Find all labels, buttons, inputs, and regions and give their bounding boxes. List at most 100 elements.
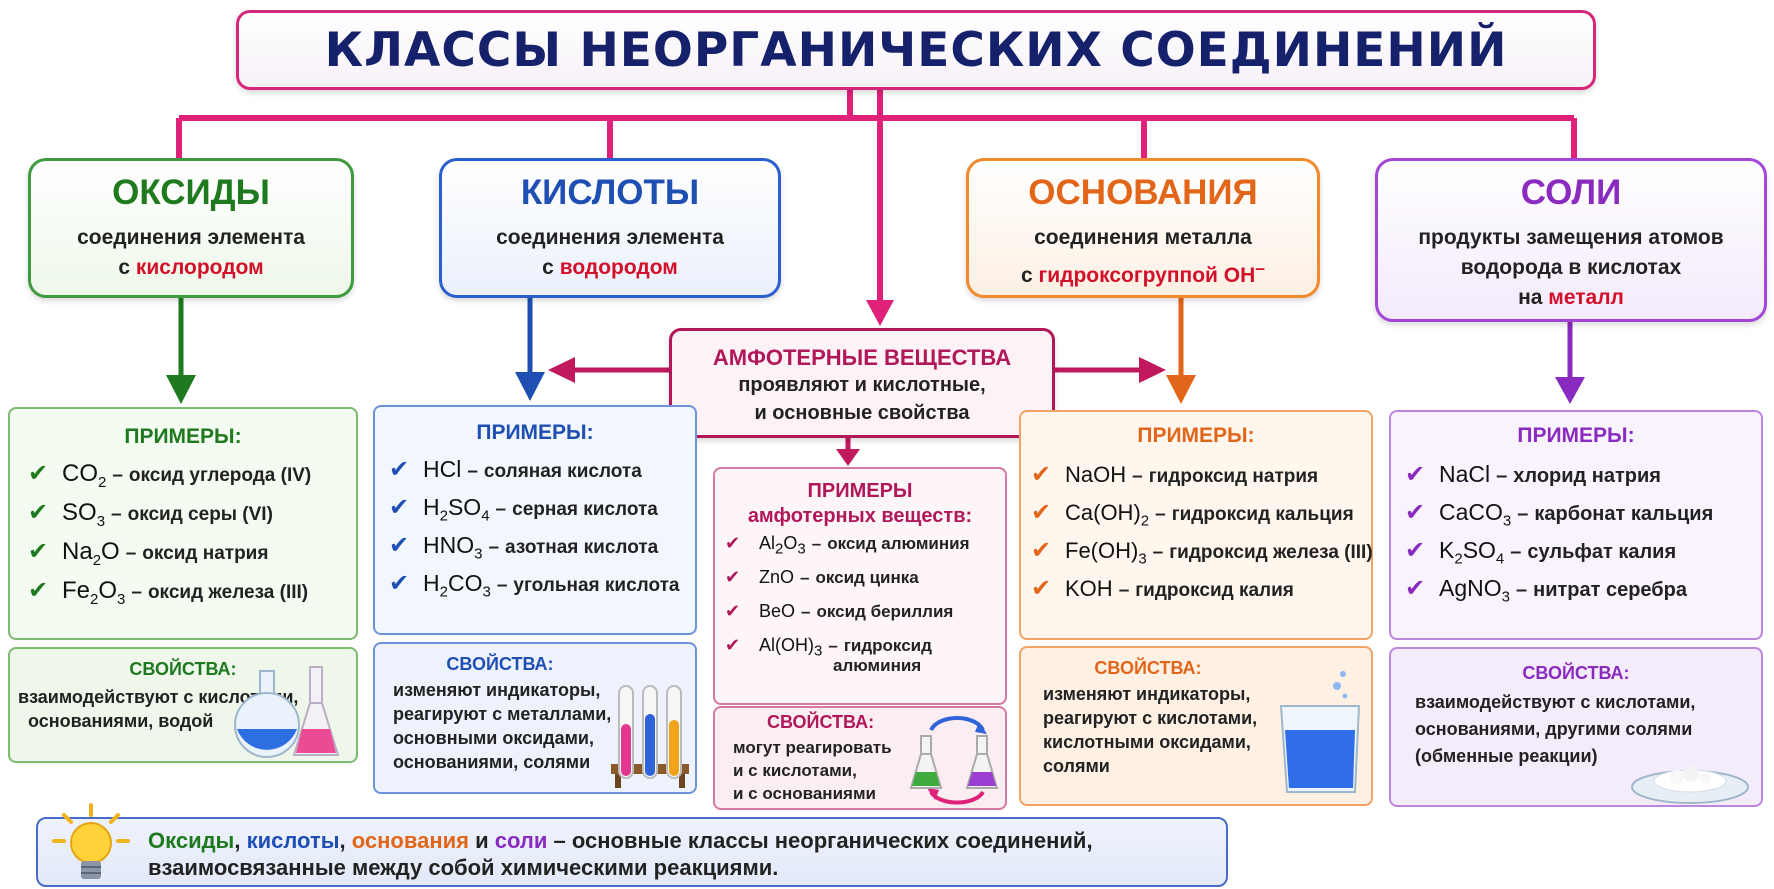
check-icon: ✔ [1405, 499, 1426, 526]
check-icon: ✔ [389, 456, 410, 483]
formula: HNO3 [423, 532, 483, 563]
oxides-examples-title: ПРИМЕРЫ: [124, 425, 242, 448]
oxides-name: ОКСИДЫ [112, 173, 270, 212]
page-title: КЛАССЫ НЕОРГАНИЧЕСКИХ СОЕДИНЕНИЙ [324, 22, 1508, 78]
oxides-class-box: ОКСИДЫ соединения элемента с кислородом [28, 158, 354, 298]
salts-props-title: СВОЙСТВА: [1522, 663, 1630, 683]
formula: NaOH [1065, 462, 1127, 487]
compound-name: угольная кислота [513, 575, 680, 596]
beaker-illustration [1279, 671, 1361, 793]
arrow-salts [1555, 377, 1585, 404]
check-icon: ✔ [1405, 461, 1426, 488]
example-row: ✔H2SO4–серная кислота [389, 494, 658, 525]
formula: CO2 [62, 460, 107, 491]
oxides-props-panel: СВОЙСТВА: взаимодействуют с кислотами,ос… [8, 647, 358, 763]
acids-props-text: изменяют индикаторы,реагируют с металлам… [393, 680, 612, 772]
example-row: ✔CO2–оксид углерода (IV) [28, 460, 312, 491]
formula: AgNO3 [1439, 575, 1510, 606]
example-row: ✔KOH–гидроксид калия [1031, 575, 1294, 602]
formula: KOH [1065, 576, 1113, 601]
acids-examples-title: ПРИМЕРЫ: [476, 421, 594, 444]
compound-name: гидроксид кальция [1171, 504, 1354, 525]
formula: HCl [423, 456, 462, 482]
amph-props-title: СВОЙСТВА: [767, 712, 875, 732]
compound-name: оксид натрия [142, 543, 269, 564]
check-icon: ✔ [28, 538, 49, 565]
example-row: ✔Ca(OH)2–гидроксид кальция [1031, 499, 1354, 530]
oxides-props-text: взаимодействуют с кислотами,основаниями,… [18, 687, 299, 731]
oxides-desc: соединения элемента с кислородом [77, 226, 305, 279]
example-row: ✔Fe2O3–оксид железа (III) [28, 577, 309, 608]
amphoteric-title: АМФОТЕРНЫЕ ВЕЩЕСТВА [712, 345, 1012, 370]
lightbulb-icon [52, 803, 130, 879]
reaction-flasks-illustration [909, 716, 999, 805]
compound-name: карбонат кальция [1534, 503, 1714, 525]
arrow-amph-left [548, 357, 575, 383]
salts-props-panel: СВОЙСТВА: взаимодействуют с кислотами,ос… [1389, 647, 1763, 807]
acids-name: КИСЛОТЫ [520, 173, 700, 212]
compound-name: сульфат калия [1527, 541, 1677, 563]
compound-name: оксид цинка [815, 568, 919, 587]
formula: ZnO [759, 567, 795, 587]
example-row: ✔AgNO3–нитрат серебра [1405, 575, 1687, 606]
arrow-bases [1166, 375, 1196, 404]
check-icon: ✔ [389, 532, 410, 559]
check-icon: ✔ [725, 533, 741, 553]
example-row: ✔Fe(OH)3–гидроксид железа (III) [1031, 537, 1373, 568]
arrow-acids [515, 372, 545, 401]
formula: Al2O3 [759, 533, 806, 558]
compound-name-cont: алюминия [833, 655, 922, 675]
compound-name: азотная кислота [505, 537, 659, 558]
compound-name: гидроксид [843, 636, 932, 655]
example-row: ✔BeO–оксид бериллия [725, 601, 954, 621]
example-row: ✔Na2O–оксид натрия [28, 538, 269, 569]
check-icon: ✔ [1405, 537, 1426, 564]
acids-desc: соединения элемента с водородом [496, 226, 724, 279]
formula: Fe(OH)3 [1065, 538, 1147, 568]
formula: Fe2O3 [62, 577, 126, 608]
bases-props-text: изменяют индикаторы,реагируют с кислотам… [1043, 684, 1258, 776]
compound-name: оксид бериллия [816, 602, 954, 621]
example-row: ✔NaOH–гидроксид натрия [1031, 461, 1319, 488]
compound-name: гидроксид железа (III) [1169, 542, 1373, 563]
amphoteric-box: АМФОТЕРНЫЕ ВЕЩЕСТВА проявляют и кислотны… [669, 328, 1055, 438]
compound-name: оксид серы (VI) [127, 504, 273, 525]
example-row: ✔HCl–соляная кислота [389, 456, 642, 483]
compound-name: нитрат серебра [1533, 579, 1687, 601]
footer-note: Оксиды, кислоты, основания и соли – осно… [36, 803, 1228, 887]
arrow-oxides [166, 375, 196, 404]
formula: Al(OH)3 [759, 635, 823, 660]
compound-name: оксид углерода (IV) [128, 465, 312, 486]
compound-name: гидроксид калия [1135, 580, 1294, 601]
check-icon: ✔ [1031, 537, 1052, 564]
check-icon: ✔ [1031, 575, 1052, 602]
check-icon: ✔ [389, 494, 410, 521]
bases-props-panel: СВОЙСТВА: изменяют индикаторы,реагируют … [1019, 646, 1373, 806]
example-row: ✔H2CO3–угольная кислота [389, 570, 680, 601]
check-icon: ✔ [1031, 499, 1052, 526]
arrow-amph-right [1139, 357, 1166, 383]
flask-illustration [234, 666, 340, 758]
formula: Na2O [62, 538, 120, 569]
arrow-to-amph [866, 300, 894, 326]
example-row: ✔NaCl–хлорид натрия [1405, 461, 1661, 488]
formula: CaCO3 [1439, 499, 1512, 530]
acids-class-box: КИСЛОТЫ соединения элемента с водородом [439, 158, 781, 298]
bases-examples-panel: ПРИМЕРЫ: ✔NaOH–гидроксид натрия✔Ca(OH)2–… [1019, 410, 1373, 640]
compound-name: серная кислота [512, 499, 658, 520]
check-icon: ✔ [28, 577, 49, 604]
check-icon: ✔ [725, 601, 741, 621]
title-box: КЛАССЫ НЕОРГАНИЧЕСКИХ СОЕДИНЕНИЙ [236, 10, 1596, 90]
compound-name: оксид железа (III) [147, 582, 309, 603]
oxides-props-title: СВОЙСТВА: [129, 659, 237, 679]
salts-class-box: СОЛИ продукты замещения атомов водорода … [1375, 158, 1767, 322]
bases-class-box: ОСНОВАНИЯ соединения металла с гидроксог… [966, 158, 1320, 298]
petri-dish-illustration [1631, 766, 1749, 804]
formula: K2SO4 [1439, 537, 1505, 568]
example-row: ✔Al2O3–оксид алюминия [725, 533, 970, 558]
compound-name: хлорид натрия [1513, 465, 1661, 487]
example-row: ✔ZnO–оксид цинка [725, 567, 919, 587]
